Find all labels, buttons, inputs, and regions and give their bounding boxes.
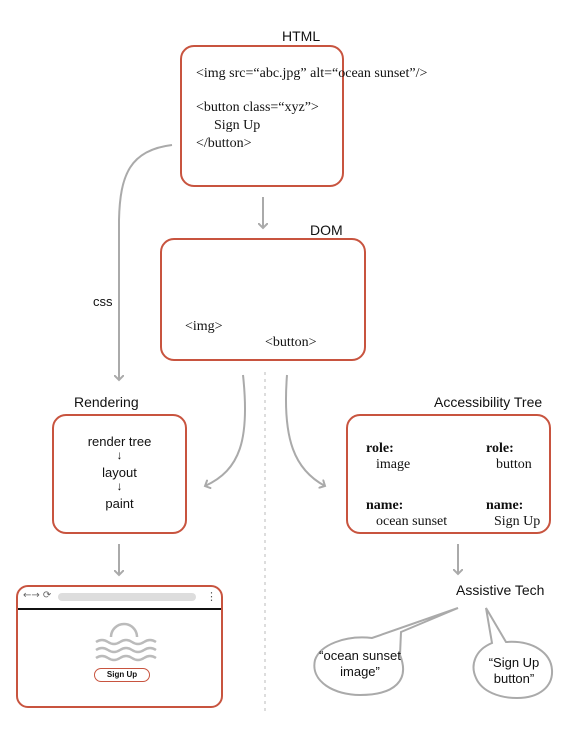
browser-toolbar — [18, 587, 221, 610]
bubble-right-text: “Sign Up button” — [474, 655, 554, 687]
browser-window: ←→ ⟳ ⋮ Sign Up — [16, 585, 223, 708]
dom-node-img: <img> — [185, 319, 223, 334]
dom-title: DOM — [310, 222, 343, 238]
a11y-right-role-key: role: — [486, 441, 514, 456]
browser-nav-icons: ←→ ⟳ — [23, 590, 52, 601]
a11y-left-name-key: name: — [366, 498, 404, 513]
sunset-image-icon — [95, 622, 157, 662]
browser-address-bar — [58, 593, 196, 601]
html-box — [180, 45, 344, 187]
rendering-step-layout: layout — [102, 465, 137, 480]
bubble-right-line2: button” — [493, 671, 535, 686]
browser-menu-icon: ⋮ — [206, 590, 217, 603]
arrow-dom-to-accessibility — [284, 374, 325, 486]
dom-node-button: <button> — [265, 335, 317, 350]
browser-signup-label: Sign Up — [106, 670, 138, 679]
browser-signup-button[interactable]: Sign Up — [94, 668, 150, 682]
html-code-line3: Sign Up — [214, 118, 261, 133]
bubble-left-text: “ocean sunset image” — [315, 648, 405, 680]
rendering-title: Rendering — [74, 394, 139, 410]
a11y-left-name-value: ocean sunset — [376, 514, 448, 529]
assistive-tech-title: Assistive Tech — [456, 582, 545, 598]
html-code-line2: <button class=“xyz”> — [196, 100, 319, 115]
a11y-right-role-value: button — [496, 457, 532, 472]
rendering-step-paint: paint — [105, 496, 134, 511]
a11y-right-name-key: name: — [486, 498, 524, 513]
bubble-left-line2: image” — [340, 664, 380, 679]
rendering-arrow-1: ↓ — [116, 448, 123, 462]
rendering-box — [52, 414, 187, 534]
a11y-left-role-key: role: — [366, 441, 394, 456]
css-label: css — [93, 294, 113, 309]
dom-box — [160, 238, 366, 361]
a11y-left-role-value: image — [376, 457, 411, 472]
bubble-left-line1: “ocean sunset — [319, 648, 401, 663]
html-code-line1: <img src=“abc.jpg” alt=“ocean sunset”/> — [196, 66, 428, 81]
a11y-right-name-value: Sign Up — [494, 514, 541, 529]
rendering-step-render-tree: render tree — [87, 434, 152, 449]
arrow-css-to-rendering — [119, 144, 173, 380]
html-title: HTML — [282, 28, 321, 44]
accessibility-title: Accessibility Tree — [434, 394, 543, 410]
html-code-line4: </button> — [196, 136, 252, 151]
arrow-dom-to-rendering — [205, 374, 247, 486]
bubble-right-line1: “Sign Up — [488, 655, 540, 670]
speech-bubble-right — [472, 607, 554, 700]
accessibility-box — [346, 414, 551, 534]
speech-bubble-left — [313, 607, 459, 697]
rendering-arrow-2: ↓ — [116, 479, 123, 493]
